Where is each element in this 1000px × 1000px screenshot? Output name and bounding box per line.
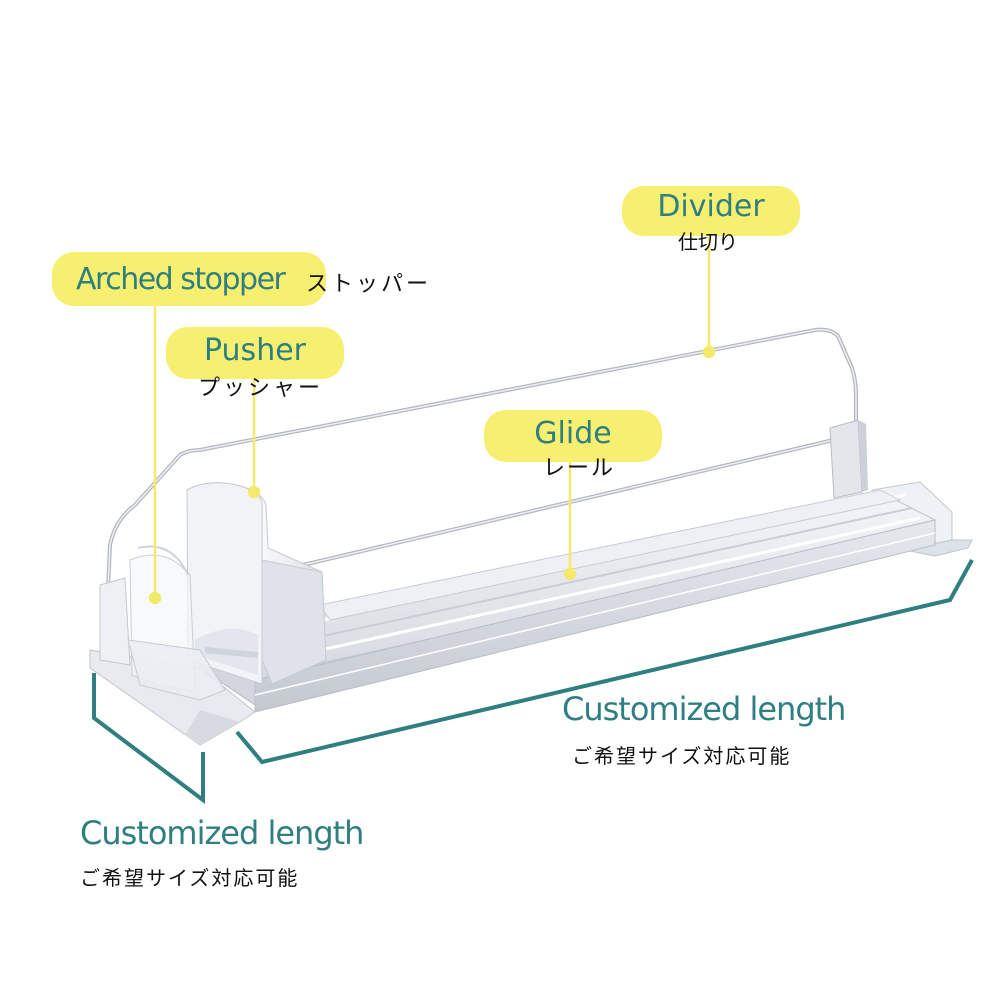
glide-label: Glide (484, 410, 662, 462)
length-left-label: Customized length (80, 814, 364, 852)
leader-lines (148, 237, 716, 605)
length-right-label: Customized length (562, 690, 846, 728)
glide-label-text: Glide (534, 415, 612, 451)
divider-label-text: Divider (657, 188, 765, 224)
arched-stopper-label: Arched stopper (52, 252, 326, 306)
length-left-label-jp: ご希望サイズ対応可能 (80, 866, 300, 890)
divider-label: Divider (622, 186, 800, 236)
length-right-label-jp: ご希望サイズ対応可能 (572, 744, 792, 768)
dimension-lines (92, 559, 974, 805)
arched-stopper-label-text: Arched stopper (76, 261, 286, 297)
glide-label-jp: レール (543, 456, 616, 481)
pusher-label: Pusher (166, 327, 344, 379)
divider-post (829, 419, 868, 499)
pusher-label-text: Pusher (203, 332, 306, 368)
arched-stopper-label-jp: ストッパー (306, 272, 432, 297)
glide-rail (89, 489, 937, 746)
arched-stopper (99, 545, 259, 701)
divider-wire (106, 327, 858, 592)
pusher-label-jp: プッシャー (198, 376, 324, 401)
divider-label-jp: 仕切り (678, 230, 738, 254)
